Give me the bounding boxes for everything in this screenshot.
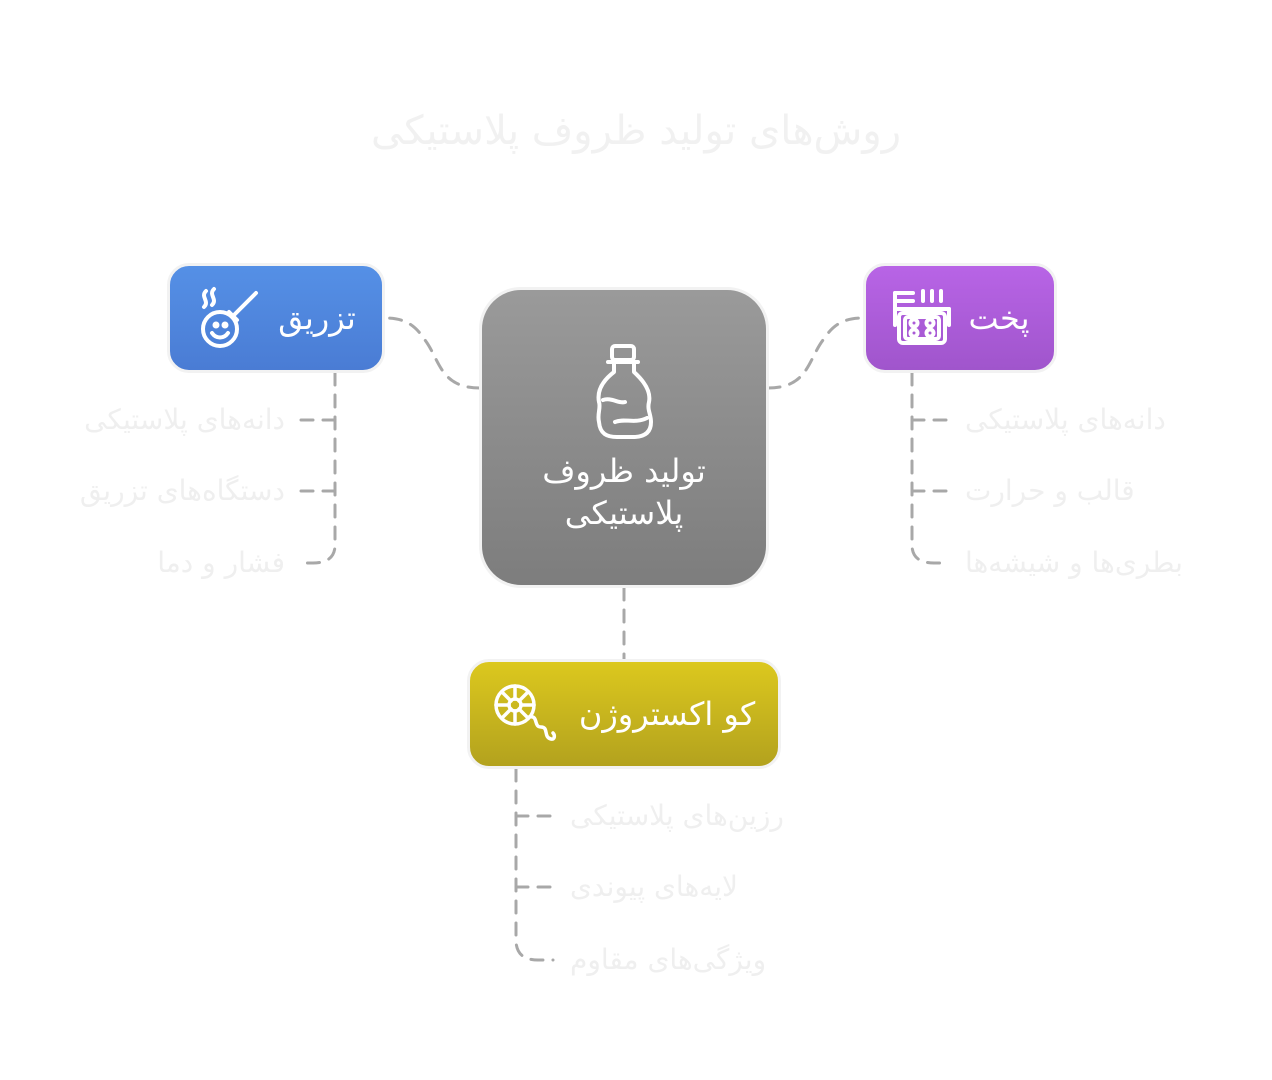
injection-icon xyxy=(201,287,259,348)
connector-bake-tree xyxy=(910,371,951,565)
branch-label-injection: تزریق xyxy=(278,299,356,337)
connector-inject-tree xyxy=(296,371,337,565)
branch-node-injection[interactable]: تزریق xyxy=(167,263,385,373)
connector-center-bake xyxy=(766,316,865,390)
oven-icon xyxy=(892,289,951,345)
center-label: تولید ظروف پلاستیکی xyxy=(542,451,706,532)
extruder-wheel-icon xyxy=(494,684,556,741)
center-node[interactable]: تولید ظروف پلاستیکی xyxy=(479,287,769,588)
list-item-injection-3: فشار و دما xyxy=(157,546,285,579)
list-item-injection-2: دستگاه‌های تزریق xyxy=(79,474,285,507)
connector-coex-tree xyxy=(514,767,555,962)
diagram-title: روش‌های تولید ظروف پلاستیکی xyxy=(370,108,902,154)
bottle-icon xyxy=(596,343,653,439)
list-item-baking-1: دانه‌های پلاستیکی xyxy=(965,403,1166,436)
list-item-baking-2: قالب و حرارت xyxy=(965,474,1135,507)
branch-label-baking: پخت xyxy=(968,299,1030,337)
list-item-injection-1: دانه‌های پلاستیکی xyxy=(84,403,285,436)
connector-center-inject xyxy=(383,316,482,390)
branch-node-baking[interactable]: پخت xyxy=(863,263,1057,373)
list-item-coextrusion-2: لایه‌های پیوندی xyxy=(570,870,738,903)
list-item-coextrusion-3: ویژگی‌های مقاوم xyxy=(570,943,767,976)
list-item-baking-3: بطری‌ها و شیشه‌ها xyxy=(965,546,1183,579)
branch-label-coextrusion: کو اکستروژن xyxy=(578,695,756,733)
branch-node-coextrusion[interactable]: کو اکستروژن xyxy=(467,659,781,769)
list-item-coextrusion-1: رزین‌های پلاستیکی xyxy=(570,799,784,832)
